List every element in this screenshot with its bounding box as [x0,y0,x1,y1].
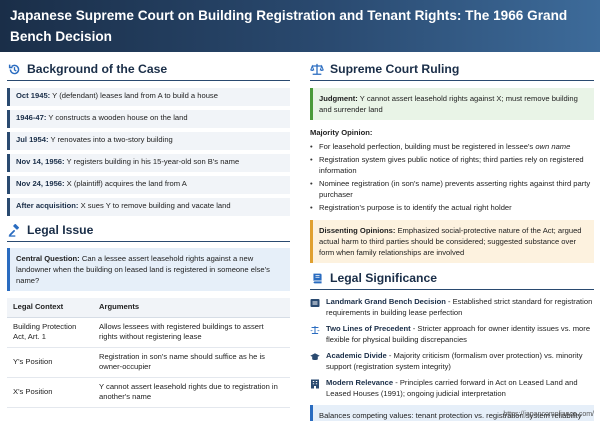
left-column: Background of the Case Oct 1945: Y (defe… [7,60,290,408]
legal-context-table: Legal Context Arguments Building Protect… [7,298,290,408]
gavel-icon [7,223,21,237]
table-header-cell: Legal Context [7,298,93,318]
ruling-section-title: Supreme Court Ruling [310,60,594,78]
list-item: Registration system gives public notice … [310,154,594,176]
timeline-text: Y constructs a wooden house on the land [46,113,188,122]
table-cell: Y's Position [7,347,93,378]
legal-issue-title-rule [7,241,290,242]
background-title-rule [7,80,290,81]
building-icon [310,379,320,389]
significance-item-text: Landmark Grand Bench Decision - Establis… [326,297,594,318]
central-question-text: Can a lessee assert leasehold rights aga… [16,254,270,285]
significance-item-text: Academic Divide - Majority criticism (fo… [326,351,594,372]
landmark-icon [310,298,320,308]
timeline-item: Oct 1945: Y (defendant) leases land from… [7,88,290,106]
page-header: Japanese Supreme Court on Building Regis… [0,0,600,52]
majority-opinion-label: Majority Opinion: [310,128,373,137]
significance-summary-callout: Balances competing values: tenant protec… [310,405,594,421]
timeline: Oct 1945: Y (defendant) leases land from… [7,88,290,216]
list-item-text: Registration's purpose is to identify th… [319,203,512,212]
significance-list: Landmark Grand Bench Decision - Establis… [310,297,594,399]
list-item-text: Registration system gives public notice … [319,155,584,175]
table-cell: Registration in son's name should suffic… [93,347,290,378]
right-column: Supreme Court Ruling Judgment: Y cannot … [310,60,594,421]
majority-opinion-list: For leasehold perfection, building must … [310,141,594,213]
list-item: For leasehold perfection, building must … [310,141,594,152]
table-cell: X's Position [7,377,93,408]
table-header-row: Legal Context Arguments [7,298,290,318]
background-section-title: Background of the Case [7,60,290,78]
history-icon [7,62,21,76]
significance-item-label: Landmark Grand Bench Decision [326,297,446,306]
dissent-callout: Dissenting Opinions: Emphasized social-p… [310,220,594,263]
scale-icon [310,62,324,76]
book-icon [310,271,324,285]
list-item: Registration's purpose is to identify th… [310,202,594,213]
list-item: Academic Divide - Majority criticism (fo… [310,351,594,372]
significance-item-description: - Principles carried forward in Act on L… [326,378,578,398]
list-item: Two Lines of Precedent - Stricter approa… [310,324,594,345]
significance-item-description: - Stricter approach for owner identity i… [326,324,591,344]
timeline-date: After acquisition: [16,201,79,210]
significance-item-label: Two Lines of Precedent [326,324,411,333]
legal-issue-title-text: Legal Issue [27,223,94,237]
significance-section-title: Legal Significance [310,269,594,287]
timeline-date: Nov 24, 1956: [16,179,65,188]
table-row: Building Protection Act, Art. 1 Allows l… [7,317,290,348]
significance-item-description: - Established strict standard for regist… [326,297,593,317]
table-row: X's Position Y cannot assert leasehold r… [7,377,290,408]
timeline-text: Y renovates into a two-story building [48,135,173,144]
ruling-title-text: Supreme Court Ruling [330,62,460,76]
source-url[interactable]: https://japancompliance.com/ [503,411,594,418]
significance-item-label: Academic Divide [326,351,387,360]
judgment-text: Y cannot assert leasehold rights against… [319,94,578,114]
central-question-callout: Central Question: Can a lessee assert le… [7,248,290,291]
dissent-text: Emphasized social-protective nature of t… [319,226,582,257]
table-header-cell: Arguments [93,298,290,318]
central-question-label: Central Question: [16,254,80,263]
table-row: Y's Position Registration in son's name … [7,347,290,378]
scale-icon [310,325,320,335]
list-item-emphasis: own name [535,142,571,151]
list-item: Nominee registration (in son's name) pre… [310,178,594,200]
timeline-text: Y registers building in his 15-year-old … [64,157,240,166]
timeline-text: X (plaintiff) acquires the land from A [64,179,187,188]
timeline-item: Jul 1954: Y renovates into a two-story b… [7,132,290,150]
timeline-item: Nov 24, 1956: X (plaintiff) acquires the… [7,176,290,194]
timeline-date: 1946-47: [16,113,47,122]
timeline-date: Jul 1954: [16,135,49,144]
list-item: Modern Relevance - Principles carried fo… [310,378,594,399]
list-item-text: For leasehold perfection, building must … [319,142,536,151]
significance-item-text: Modern Relevance - Principles carried fo… [326,378,594,399]
significance-item-text: Two Lines of Precedent - Stricter approa… [326,324,594,345]
ruling-title-rule [310,80,594,81]
table-cell: Allows lessees with registered buildings… [93,317,290,348]
significance-item-description: - Majority criticism (formalism over pro… [326,351,583,371]
background-title-text: Background of the Case [27,62,168,76]
significance-item-label: Modern Relevance [326,378,394,387]
list-item: Landmark Grand Bench Decision - Establis… [310,297,594,318]
timeline-item: 1946-47: Y constructs a wooden house on … [7,110,290,128]
academic-icon [310,352,320,362]
judgment-callout: Judgment: Y cannot assert leasehold righ… [310,88,594,120]
table-cell: Building Protection Act, Art. 1 [7,317,93,348]
timeline-item: Nov 14, 1956: Y registers building in hi… [7,154,290,172]
significance-summary-text: Balances competing values: tenant protec… [319,411,582,420]
timeline-date: Oct 1945: [16,91,51,100]
judgment-label: Judgment: [319,94,358,103]
dissent-label: Dissenting Opinions: [319,226,396,235]
timeline-date: Nov 14, 1956: [16,157,65,166]
timeline-item: After acquisition: X sues Y to remove bu… [7,198,290,216]
table-cell: Y cannot assert leasehold rights due to … [93,377,290,408]
significance-title-rule [310,289,594,290]
page-title: Japanese Supreme Court on Building Regis… [10,8,568,44]
list-item-text: Nominee registration (in son's name) pre… [319,179,591,199]
significance-title-text: Legal Significance [330,271,438,285]
timeline-text: X sues Y to remove building and vacate l… [78,201,231,210]
timeline-text: Y (defendant) leases land from A to buil… [50,91,218,100]
legal-issue-section-title: Legal Issue [7,221,290,239]
